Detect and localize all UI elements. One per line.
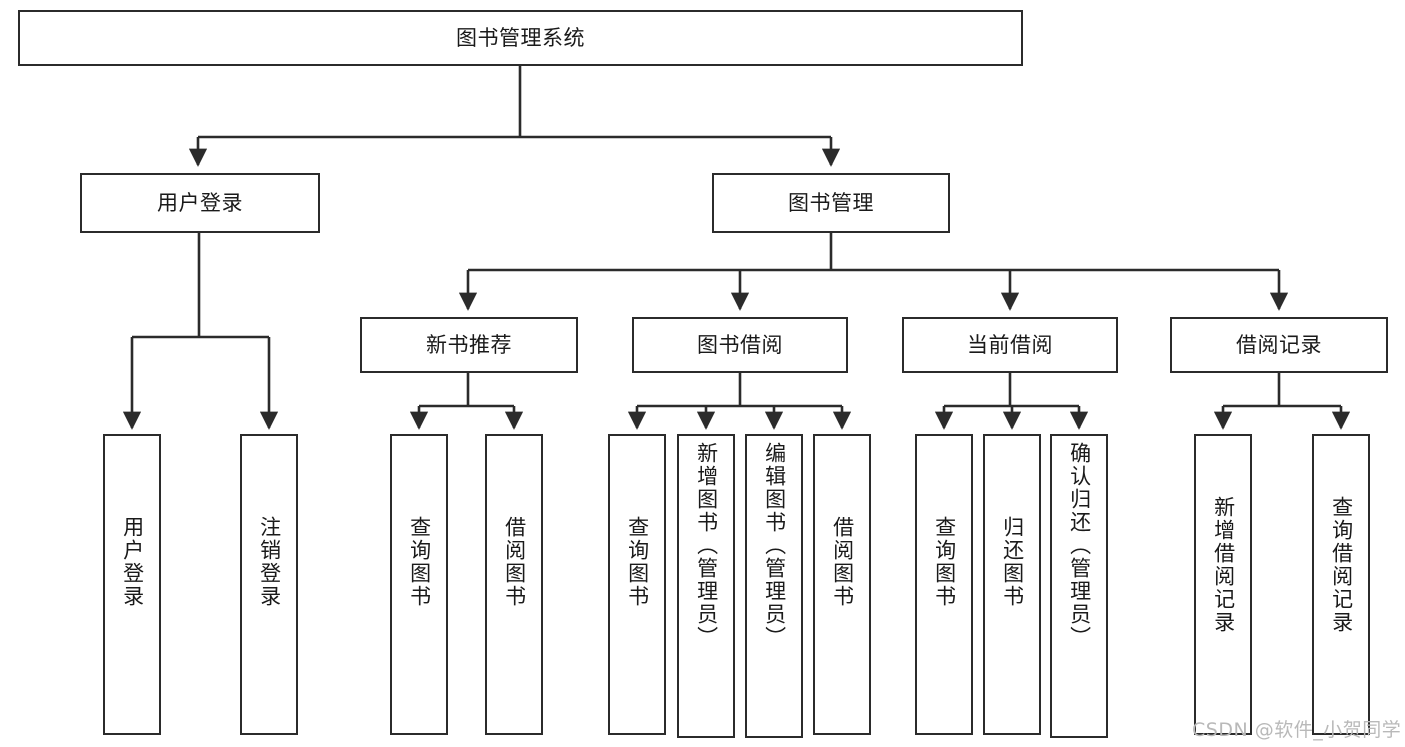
node-label: 图书管理系统: [456, 25, 585, 50]
leaf-add-book-admin[interactable]: 新增图书（管理员）: [677, 434, 735, 738]
leaf-query-borrow-record[interactable]: 查询借阅记录: [1312, 434, 1370, 735]
leaf-user-login[interactable]: 用户登录: [103, 434, 161, 735]
node-borrow-record[interactable]: 借阅记录: [1170, 317, 1388, 373]
node-label: 图书管理: [788, 190, 874, 215]
leaf-add-borrow-record[interactable]: 新增借阅记录: [1194, 434, 1252, 735]
node-root-system[interactable]: 图书管理系统: [18, 10, 1023, 66]
leaf-query-book-recommend[interactable]: 查询图书: [390, 434, 448, 735]
node-label: 查询借阅记录: [1329, 496, 1354, 634]
node-label: 查询图书: [932, 516, 957, 608]
node-label: 用户登录: [120, 516, 145, 608]
node-label: 借阅图书: [830, 516, 855, 608]
node-label: 归还图书: [1000, 516, 1025, 608]
node-label: 借阅记录: [1236, 332, 1322, 357]
node-new-book-recommend[interactable]: 新书推荐: [360, 317, 578, 373]
node-label: 新书推荐: [426, 332, 512, 357]
node-label: 新增借阅记录: [1211, 496, 1236, 634]
node-label: 用户登录: [157, 190, 243, 215]
node-book-management[interactable]: 图书管理: [712, 173, 950, 233]
leaf-return-book[interactable]: 归还图书: [983, 434, 1041, 735]
node-label: 确认归还（管理员）: [1067, 442, 1092, 649]
leaf-query-book-borrow[interactable]: 查询图书: [608, 434, 666, 735]
node-book-borrow[interactable]: 图书借阅: [632, 317, 848, 373]
node-label: 新增图书（管理员）: [694, 442, 719, 649]
node-label: 当前借阅: [967, 332, 1053, 357]
node-label: 查询图书: [625, 516, 650, 608]
node-label: 图书借阅: [697, 332, 783, 357]
node-label: 编辑图书（管理员）: [762, 442, 787, 649]
csdn-watermark: CSDN @软件_小贺同学: [1192, 719, 1402, 741]
leaf-borrow-book-recommend[interactable]: 借阅图书: [485, 434, 543, 735]
node-label: 借阅图书: [502, 516, 527, 608]
leaf-logout[interactable]: 注销登录: [240, 434, 298, 735]
node-user-login[interactable]: 用户登录: [80, 173, 320, 233]
leaf-borrow-book[interactable]: 借阅图书: [813, 434, 871, 735]
node-current-borrow[interactable]: 当前借阅: [902, 317, 1118, 373]
leaf-confirm-return-admin[interactable]: 确认归还（管理员）: [1050, 434, 1108, 738]
node-label: 注销登录: [257, 516, 282, 608]
leaf-edit-book-admin[interactable]: 编辑图书（管理员）: [745, 434, 803, 738]
node-label: 查询图书: [407, 516, 432, 608]
leaf-query-book-current[interactable]: 查询图书: [915, 434, 973, 735]
